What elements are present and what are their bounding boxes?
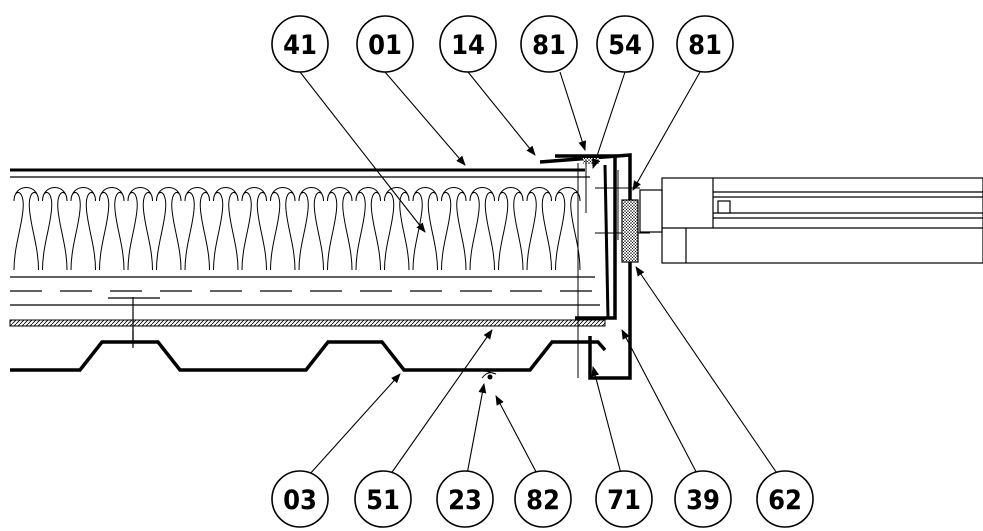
callout-39: 39 [674,470,732,528]
callout-54: 54 [596,15,654,73]
callout-51-label: 51 [366,485,400,516]
insulation-loop [184,187,210,271]
window-frame [639,177,983,264]
insulation-loop [270,187,296,271]
insulation-loop [156,187,182,271]
insulation-loop [298,187,324,271]
insulation-loop [555,187,581,271]
callout-62: 62 [756,470,814,528]
callout-71-label: 71 [607,485,641,516]
base-layers [9,276,606,327]
insulation-loop [469,187,495,271]
insulation-loop [127,187,153,271]
callout-14: 14 [439,15,497,73]
insulation-loop [355,187,381,271]
callout-81-b: 81 [676,15,734,73]
roof-membrane [10,168,590,178]
fasteners [108,297,160,348]
insulation-loop [441,187,467,271]
insulation-loop [99,187,125,271]
callout-41-label: 41 [283,30,317,61]
callout-82-label: 82 [526,485,560,516]
callouts-top: 41 01 14 81 54 81 [271,15,734,73]
insulation-loop [213,187,239,271]
callout-82: 82 [514,470,572,528]
insulation-loop [412,187,438,271]
edge-flashing [481,153,650,380]
callout-71: 71 [595,470,653,528]
callout-01: 01 [356,15,414,73]
insulation-loop [327,187,353,271]
insulation-layer [13,187,581,271]
callout-54-label: 54 [608,30,642,61]
insulation-loop [70,187,96,271]
callout-81-a: 81 [520,15,578,73]
trapezoidal-deck [10,340,607,372]
insulation-loop [13,187,39,271]
insulation-loop [241,187,267,271]
insulation-loop [498,187,524,271]
insulation-loop [526,187,552,271]
callouts-bottom: 03 51 23 82 71 39 62 [271,470,814,528]
insulation-loop [42,187,68,271]
callout-81-a-label: 81 [532,30,566,61]
callout-81-b-label: 81 [688,30,722,61]
callout-62-label: 62 [768,485,802,516]
callout-23: 23 [436,470,494,528]
callout-39-label: 39 [686,485,720,516]
insulation-loop [384,187,410,271]
callout-14-label: 14 [451,30,485,61]
leader-lines [299,71,786,486]
callout-01-label: 01 [368,30,402,61]
callout-51: 51 [354,470,412,528]
callout-41: 41 [271,15,329,73]
callout-03: 03 [271,470,329,528]
callout-23-label: 23 [448,485,482,516]
callout-03-label: 03 [283,485,317,516]
